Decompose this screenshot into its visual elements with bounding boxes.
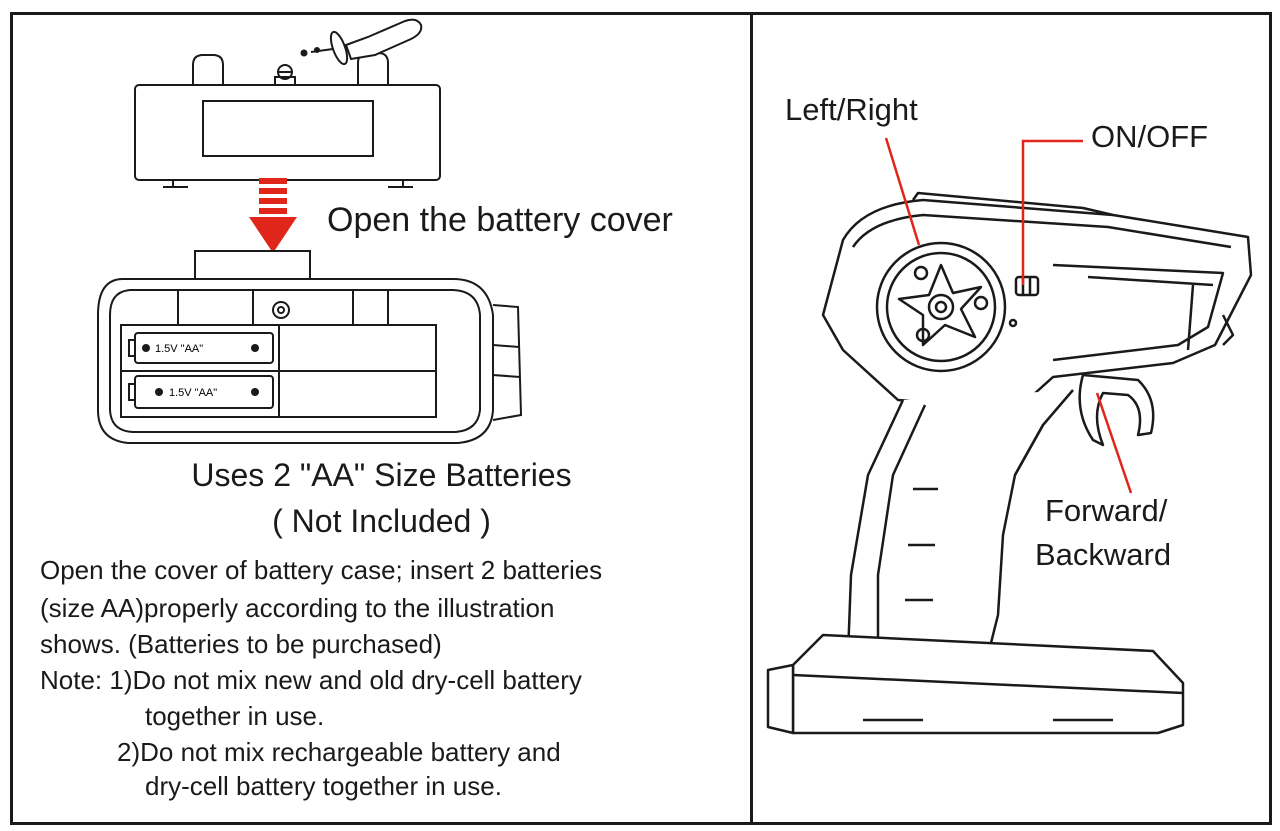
battery-icon — [128, 332, 274, 409]
battery-label-top: 1.5V "AA" — [155, 343, 203, 355]
instruction-line: Open the cover of battery case; insert 2… — [40, 555, 603, 585]
note-line: dry-cell battery together in use. — [145, 771, 502, 801]
step-caption: Open the battery cover — [327, 201, 673, 239]
note-line: 2)Do not mix rechargeable battery and — [117, 737, 561, 767]
steering-wheel-icon — [875, 241, 1007, 373]
screwdriver-icon — [300, 18, 423, 66]
controller-panel: Left/Right ON/OFF Forward/ Backward — [753, 15, 1269, 822]
battery-cover-closed — [134, 52, 441, 188]
panel-divider — [750, 12, 753, 825]
battery-illustration: 1.5V "AA" 1.5V "AA" — [97, 18, 523, 444]
battery-polarity-marks — [142, 344, 259, 396]
arrow-down-icon — [249, 178, 297, 253]
pointer-lines — [884, 137, 1133, 494]
power-switch-icon — [1014, 275, 1040, 297]
battery-installation-panel: 1.5V "AA" 1.5V "AA" Open the battery cov… — [13, 15, 750, 822]
battery-subtitle: ( Not Included ) — [272, 503, 491, 539]
screw-icon — [274, 64, 296, 85]
left-right-label: Left/Right — [785, 92, 918, 127]
on-off-label: ON/OFF — [1091, 119, 1209, 154]
trigger-icon — [1078, 373, 1155, 447]
controller-illustration — [766, 137, 1253, 735]
forward-label: Forward/ — [1045, 493, 1168, 528]
controller-body — [766, 191, 1253, 735]
note-line: Note: 1)Do not mix new and old dry-cell … — [40, 665, 582, 695]
battery-label-bottom: 1.5V "AA" — [169, 387, 217, 399]
diagram-frame — [10, 12, 1272, 825]
instruction-line: shows. (Batteries to be purchased) — [40, 629, 442, 659]
backward-label: Backward — [1035, 537, 1172, 572]
battery-title: Uses 2 "AA" Size Batteries — [191, 457, 572, 493]
instruction-line: (size AA)properly according to the illus… — [40, 593, 555, 623]
note-line: together in use. — [145, 701, 325, 731]
